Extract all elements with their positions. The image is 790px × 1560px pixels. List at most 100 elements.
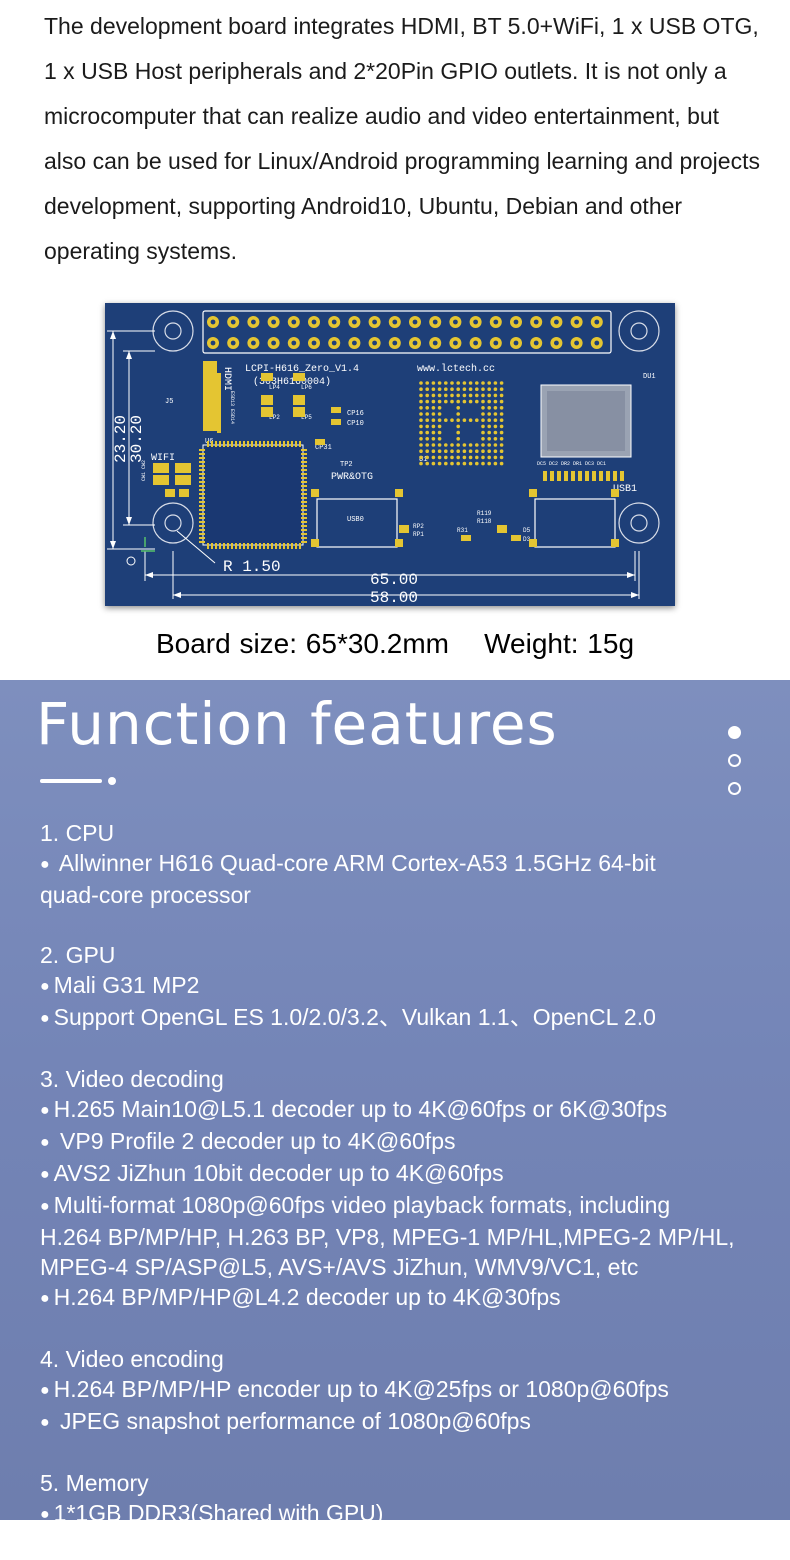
bga-ball	[431, 406, 436, 410]
soc-pin	[247, 543, 249, 549]
soc-pin	[301, 513, 307, 515]
soc-pin	[199, 509, 205, 511]
gpio-pin-hole	[432, 319, 438, 325]
gpio-pin-hole	[291, 319, 297, 325]
feature-line: ●Support OpenGL ES 1.0/2.0/3.2、Vulkan 1.…	[40, 1004, 656, 1030]
ref-cp16: CP16	[347, 410, 364, 418]
ref-caps: DC5 DC2 DR2 DR1 DC3 DC1	[537, 461, 606, 467]
board-size-caption: Board size: 65*30.2mm Weight: 15g	[155, 628, 635, 659]
bga-ball	[419, 406, 423, 410]
bga-ball	[468, 443, 473, 447]
gpio-pin-hole	[352, 319, 357, 325]
bga-ball	[431, 418, 436, 422]
soc-pin	[279, 441, 281, 447]
ref-d3: D3	[523, 536, 531, 543]
gpio-pin-hole	[594, 319, 600, 325]
pager-dot[interactable]	[728, 754, 741, 767]
bga-ball	[437, 449, 442, 453]
bga-ball	[493, 412, 498, 416]
bga-ball	[444, 443, 448, 447]
bga-ball	[481, 393, 485, 398]
bga-ball	[499, 387, 504, 391]
bga-ball	[456, 387, 461, 391]
gpio-pin-hole	[432, 340, 438, 346]
soc-pin	[301, 457, 307, 459]
bga-ball	[456, 430, 461, 435]
gpio-pin-hole	[392, 319, 398, 325]
bga-ball	[419, 399, 423, 404]
gpio-header	[207, 316, 603, 349]
soc-pin	[211, 543, 213, 549]
pager-dot-active[interactable]	[728, 726, 741, 739]
hdmi-label: HDMI	[221, 367, 232, 391]
bga-ball	[419, 430, 423, 435]
bga-ball	[419, 424, 423, 429]
bullet-icon: ●	[40, 1382, 50, 1399]
bga-ball	[493, 437, 498, 441]
gpio-pin-hole	[210, 319, 216, 325]
bga-ball	[444, 461, 448, 466]
bga-ball	[475, 399, 479, 404]
bga-ball	[419, 393, 423, 398]
soc-pin	[223, 441, 225, 447]
soc-pin	[199, 473, 205, 475]
bga-ball	[462, 449, 467, 453]
feature-section-title: 2. GPU	[40, 942, 116, 968]
soc-pin	[207, 441, 209, 447]
bga-ball	[487, 418, 492, 422]
bga-ball	[456, 424, 461, 429]
bga-ball	[419, 387, 423, 391]
bga-ball	[462, 455, 467, 460]
bga-ball	[481, 437, 485, 441]
bga-ball	[444, 393, 448, 398]
bga-ball	[481, 443, 485, 447]
soc-pin	[215, 543, 217, 549]
gpio-pin-hole	[251, 319, 256, 325]
ref-du1: DU1	[643, 373, 656, 381]
bga-ball	[493, 387, 498, 391]
gpio-pin-hole	[210, 340, 216, 346]
bullet-icon: ●	[40, 1506, 50, 1523]
dim-height-inner: 23.20	[112, 415, 130, 463]
ref-r118: R118	[477, 518, 492, 525]
pager-dot[interactable]	[728, 782, 741, 795]
usb1-pin	[606, 471, 610, 481]
bga-ball	[487, 430, 492, 435]
pwr-otg-label: PWR&OTG	[331, 472, 373, 483]
gpio-pin-hole	[533, 319, 539, 325]
bga-ball	[450, 393, 454, 398]
board-website-label: www.lctech.cc	[417, 363, 495, 375]
bga-ball	[481, 399, 485, 404]
gpio-pin-hole	[331, 319, 337, 325]
dim-width-outer: 65.00	[370, 571, 418, 589]
bga-ball	[419, 381, 423, 385]
ref-rp2: RP2	[413, 523, 424, 530]
bga-ball	[481, 461, 485, 466]
soc-pin	[251, 543, 253, 549]
soc-pin	[235, 543, 237, 549]
gpio-pin-hole	[311, 340, 317, 346]
feature-spec-list: 1. CPU● Allwinner H616 Quad-core ARM Cor…	[40, 818, 770, 1560]
gpio-pin-hole	[453, 340, 458, 346]
pager-dots[interactable]	[728, 726, 742, 810]
heading-underline-dot	[108, 777, 116, 785]
bga-ball	[431, 381, 436, 385]
soc-pin	[199, 521, 205, 523]
usb1-pin	[550, 471, 554, 481]
feature-line: ●H.264 BP/MP/HP@L4.2 decoder up to 4K@30…	[40, 1284, 561, 1310]
bga-ball	[499, 430, 504, 435]
board-svg: LCPI-H616_Zero_V1.4 (303H6160004) www.lc…	[105, 303, 675, 606]
ref-cp10: CP10	[347, 420, 364, 428]
gpio-pin-hole	[594, 340, 600, 346]
bga-ball	[425, 437, 430, 441]
bga-ball	[493, 443, 498, 447]
gpio-pin-hole	[331, 340, 337, 346]
feature-section-title: 4. Video encoding	[40, 1346, 224, 1372]
bga-ball	[468, 387, 473, 391]
soc-pin	[199, 533, 205, 535]
soc-pin	[199, 449, 205, 451]
wifi-label: WIFI	[151, 453, 175, 464]
bga-ball	[493, 399, 498, 404]
bga-ball	[450, 418, 454, 422]
bga-ball	[462, 387, 467, 391]
